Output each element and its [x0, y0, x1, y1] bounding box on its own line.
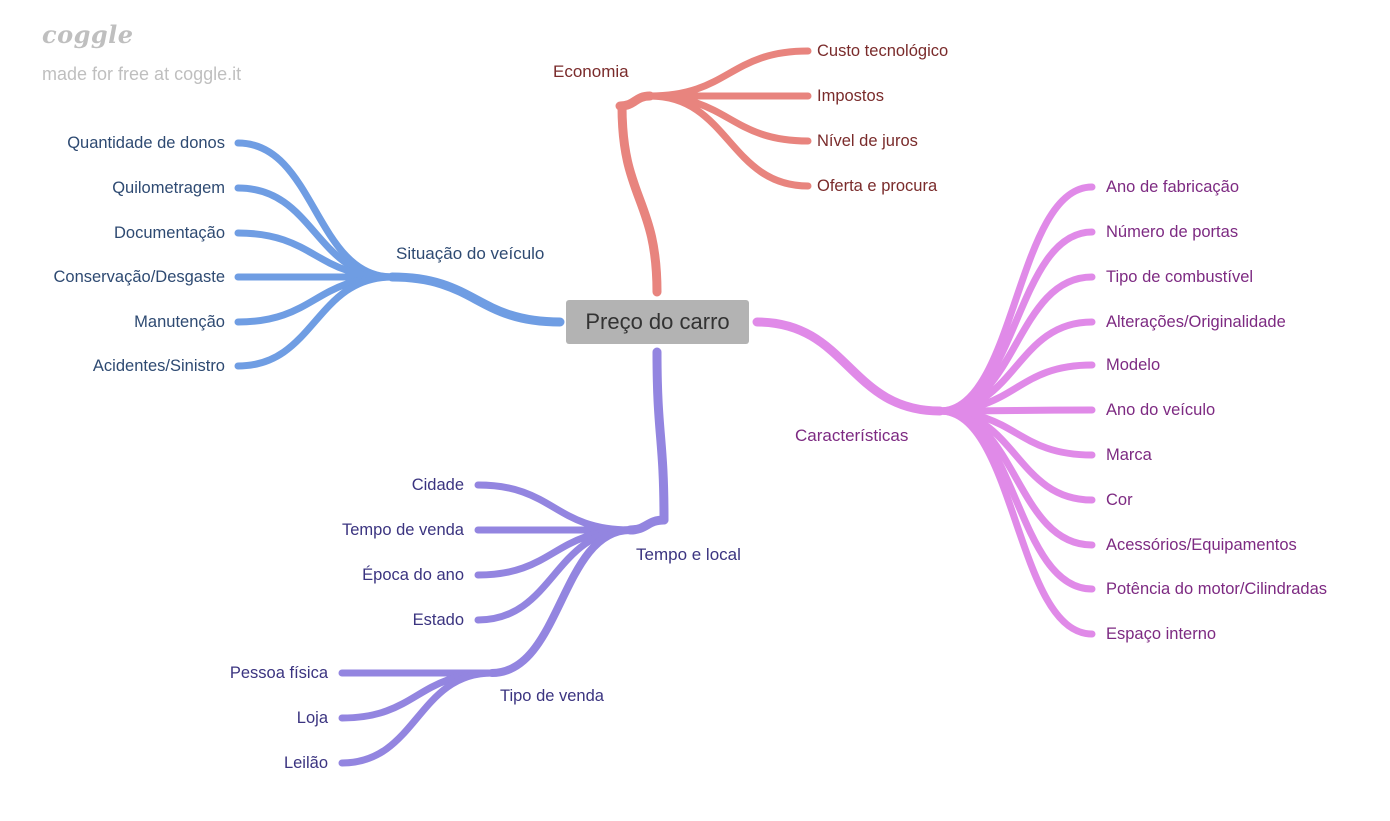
branch-label-tempo[interactable]: Tempo e local [636, 545, 741, 564]
branch-economia-hook [615, 91, 655, 111]
leaf-pessoa-fisica[interactable]: Pessoa física [229, 664, 328, 682]
leaf-estado[interactable]: Estado [412, 611, 464, 629]
leaf-branch-ano-de-fabricacao [936, 183, 1096, 415]
leaf-branch-acidentes-sinistro [234, 273, 396, 370]
leaf-numero-de-portas[interactable]: Número de portas [1106, 223, 1239, 241]
branch-label-tipo-venda[interactable]: Tipo de venda [500, 687, 604, 705]
branch-label-economia[interactable]: Economia [553, 62, 629, 81]
leaf-potencia-do-motor-cilindradas[interactable]: Potência do motor/Cilindradas [1106, 580, 1328, 598]
leaf-documentacao[interactable]: Documentação [114, 224, 225, 242]
branch-tempo [652, 347, 669, 525]
leaf-quantidade-de-donos[interactable]: Quantidade de donos [67, 134, 225, 152]
leaf-quilometragem[interactable]: Quilometragem [112, 179, 225, 197]
leaf-loja[interactable]: Loja [296, 709, 328, 727]
leaf-ano-do-veiculo[interactable]: Ano do veículo [1106, 401, 1216, 419]
leaf-espaco-interno[interactable]: Espaço interno [1106, 625, 1217, 643]
leaf-custo-tecnologico[interactable]: Custo tecnológico [817, 42, 949, 60]
leaf-acessorios-equipamentos[interactable]: Acessórios/Equipamentos [1106, 536, 1297, 554]
branch-caracteristicas [752, 317, 945, 416]
branch-label-caracteristicas[interactable]: Características [795, 426, 909, 445]
coggle-logo[interactable]: coggle [42, 20, 134, 49]
leaf-conservacao-desgaste[interactable]: Conservação/Desgaste [53, 268, 225, 286]
made-for-free-text[interactable]: made for free at coggle.it [42, 64, 242, 84]
leaf-marca[interactable]: Marca [1106, 446, 1152, 464]
leaf-leilao[interactable]: Leilão [283, 754, 328, 772]
leaf-tempo-de-venda[interactable]: Tempo de venda [341, 521, 464, 539]
leaf-modelo[interactable]: Modelo [1106, 356, 1161, 374]
leaf-epoca-do-ano[interactable]: Época do ano [362, 566, 464, 584]
branch-label-situacao[interactable]: Situação do veículo [396, 244, 545, 263]
leaf-oferta-e-procura[interactable]: Oferta e procura [817, 177, 938, 195]
branch-economia [617, 101, 662, 297]
branch-tempo-hook [625, 515, 669, 535]
leaf-impostos[interactable]: Impostos [817, 87, 884, 105]
leaf-manutencao[interactable]: Manutenção [134, 313, 225, 331]
leaf-branch-oferta-e-procura [646, 92, 812, 190]
leaf-branch-custo-tecnologico [646, 47, 812, 100]
leaf-branch-leilao [338, 669, 496, 767]
leaf-ano-de-fabricacao[interactable]: Ano de fabricação [1106, 178, 1240, 196]
leaf-nivel-de-juros[interactable]: Nível de juros [817, 132, 918, 150]
leaf-cidade[interactable]: Cidade [411, 476, 464, 494]
leaf-tipo-de-combustivel[interactable]: Tipo de combustível [1106, 268, 1254, 286]
branch-situacao [387, 272, 565, 327]
leaf-branch-espaco-interno [936, 407, 1096, 638]
leaf-alteracoes-originalidade[interactable]: Alterações/Originalidade [1106, 313, 1286, 331]
leaf-acidentes-sinistro[interactable]: Acidentes/Sinistro [92, 357, 225, 375]
leaf-branch-cidade [474, 481, 634, 534]
leaf-cor[interactable]: Cor [1106, 491, 1133, 509]
root-node[interactable]: Preço do carro [566, 300, 749, 344]
branch-tipo-venda [488, 526, 634, 677]
